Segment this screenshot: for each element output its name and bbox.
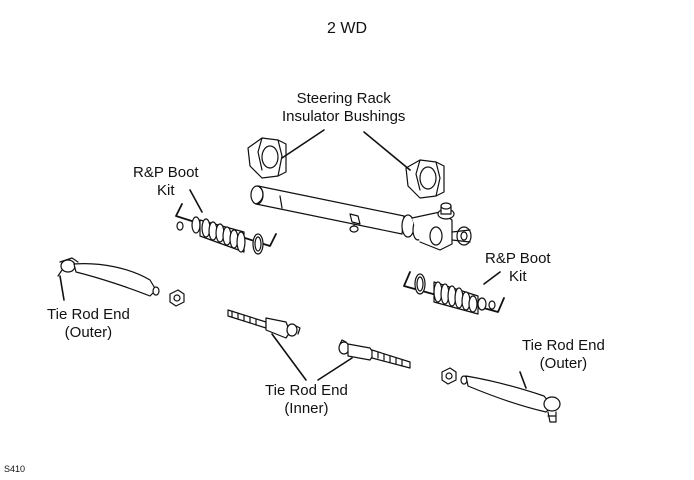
tie-rod-end-outer-left [58, 258, 184, 306]
bushings-label: Steering Rack Insulator Bushings [282, 90, 405, 126]
tie-rod-outer-left-label-line1: Tie Rod End [47, 306, 130, 323]
boot-kit-right-parts [415, 274, 495, 314]
leader-tie-rod-outer-right [520, 372, 526, 388]
boot-kit-right-label-line1: R&P Boot [485, 250, 551, 267]
tie-rod-inner-label-line1: Tie Rod End [265, 382, 348, 399]
tie-rod-end-inner-left [228, 310, 300, 338]
boot-kit-left-label-line2: Kit [157, 182, 175, 199]
bushings-label-line1: Steering Rack [296, 90, 391, 107]
tie-rod-outer-left-label-line2: (Outer) [64, 324, 113, 341]
tie-rod-outer-left-label: Tie Rod End (Outer) [47, 306, 130, 342]
steering-rack-housing [251, 186, 471, 250]
boot-kit-right-label-line2: Kit [509, 268, 527, 285]
boot-kit-left-label: R&P Boot Kit [133, 164, 199, 200]
leader-lines [60, 130, 526, 388]
bushings-label-line2: Insulator Bushings [282, 108, 406, 125]
leader-bushing-right [364, 132, 410, 170]
boot-kit-left-parts [177, 217, 263, 254]
leader-tie-rod-outer-left [60, 276, 64, 300]
boot-kit-left-label-line1: R&P Boot [133, 164, 199, 181]
tie-rod-outer-right-label-line1: Tie Rod End [522, 337, 605, 354]
tie-rod-outer-right-label: Tie Rod End (Outer) [522, 337, 605, 373]
leader-tie-rod-inner-b [318, 358, 352, 380]
rack-bushing-right [406, 160, 444, 198]
tie-rod-inner-label: Tie Rod End (Inner) [265, 382, 348, 418]
diagram-title: 2 WD [327, 20, 367, 37]
leader-tie-rod-inner-a [272, 334, 306, 380]
tie-rod-outer-right-label-line2: (Outer) [539, 355, 588, 372]
boot-kit-right-label: R&P Boot Kit [485, 250, 551, 286]
leader-boot-kit-right [484, 272, 500, 284]
tie-rod-inner-label-line2: (Inner) [284, 400, 329, 417]
tie-rod-end-inner-right [339, 340, 410, 368]
leader-bushing-left [282, 130, 324, 158]
tie-rod-end-outer-right [442, 368, 560, 422]
leader-boot-kit-left [190, 190, 202, 212]
figure-code: S410 [4, 464, 26, 474]
rack-bushing-left [248, 138, 286, 178]
